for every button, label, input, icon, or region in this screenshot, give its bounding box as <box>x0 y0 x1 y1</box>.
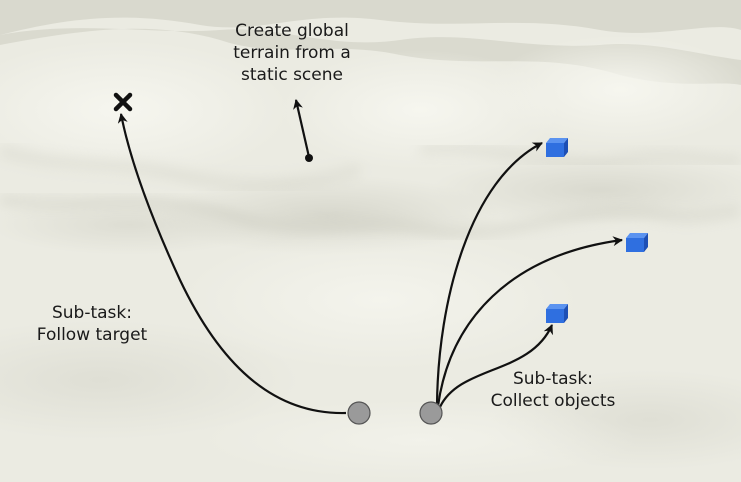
collect-path-2 <box>436 236 623 407</box>
terrain-point-dot <box>305 154 313 162</box>
circle-agent-icon <box>347 401 371 425</box>
collect-annotation-line: Collect objects <box>490 391 616 411</box>
follow-annotation-line: Sub-task: <box>51 303 132 323</box>
circle-agent-icon <box>419 401 443 425</box>
collect-objects-annotation: Sub-task: Collect objects <box>480 368 626 412</box>
collect-annotation-line: Sub-task: <box>512 369 593 389</box>
terrain-annotation-line: terrain from a <box>233 43 351 63</box>
collect-path-1 <box>435 142 543 406</box>
terrain-pointer-arrow <box>293 99 311 158</box>
terrain-pointer <box>293 99 313 162</box>
terrain-annotation-line: Create global <box>235 21 349 41</box>
blue-cube-icon <box>546 138 568 157</box>
blue-cube-icon <box>546 304 568 323</box>
x-mark-icon <box>113 92 133 112</box>
follow-annotation-line: Follow target <box>36 325 148 345</box>
follow-target-annotation: Sub-task: Follow target <box>24 302 160 346</box>
follow-target-path <box>117 113 347 415</box>
blue-cube-icon <box>626 233 648 252</box>
collect-path-3 <box>439 324 554 408</box>
terrain-annotation-line: static scene <box>241 65 343 85</box>
terrain-annotation: Create global terrain from a static scen… <box>222 20 362 86</box>
